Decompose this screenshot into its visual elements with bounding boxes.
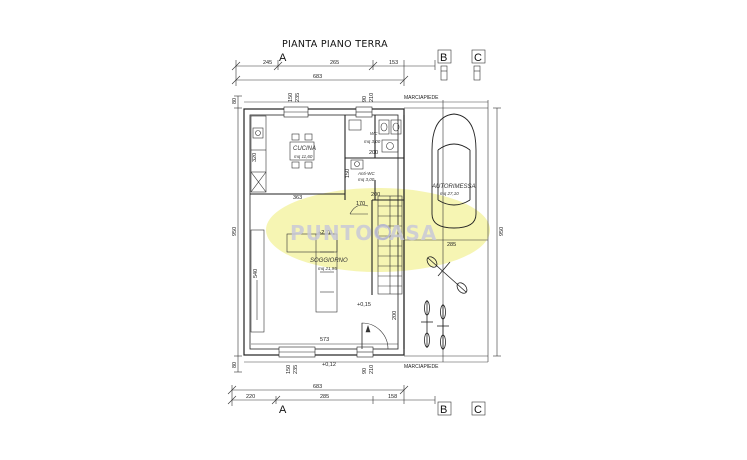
top-dim-2: 265 bbox=[330, 60, 339, 66]
axis-b-top: B bbox=[440, 52, 447, 64]
staircase bbox=[349, 195, 403, 295]
kitchen-wall-dim: 320 bbox=[252, 153, 258, 162]
room-cucina: CUCINA bbox=[293, 146, 316, 152]
bottom-dim-1: 220 bbox=[246, 394, 255, 400]
dim-363: 363 bbox=[293, 195, 302, 201]
win-top-right-a: 90 bbox=[362, 96, 368, 102]
win-bottom-left-a: 150 bbox=[286, 365, 292, 374]
win-top-left-b: 235 bbox=[295, 93, 301, 102]
left-dim-height: 950 bbox=[232, 227, 238, 236]
dim-200-c: 200 bbox=[392, 311, 398, 320]
dim-012: +0,12 bbox=[322, 362, 336, 368]
sofa bbox=[286, 233, 338, 313]
dim-015: +0,15 bbox=[357, 302, 371, 308]
kitchen-counter bbox=[250, 115, 267, 193]
windows-bottom bbox=[278, 346, 374, 358]
top-dim-3: 153 bbox=[389, 60, 398, 66]
room-wc: WC bbox=[370, 131, 378, 136]
room-antiwc: Anti-WC bbox=[357, 171, 376, 176]
dim-573: 573 bbox=[320, 337, 329, 343]
left-dim-top: 80 bbox=[232, 98, 238, 104]
parking-marks-top bbox=[440, 65, 481, 81]
entrance-door bbox=[361, 322, 389, 350]
interior-walls bbox=[250, 115, 405, 349]
dim-200-b: 200 bbox=[371, 192, 380, 198]
win-bottom-right-b: 210 bbox=[369, 365, 375, 374]
dim-170: 170 bbox=[356, 201, 365, 207]
top-dim-1: 245 bbox=[263, 60, 272, 66]
plan-title: PIANTA PIANO TERRA bbox=[282, 39, 388, 50]
axis-b-top-box bbox=[437, 49, 452, 64]
bicycles bbox=[421, 300, 449, 350]
axis-c-bottom: C bbox=[474, 404, 482, 416]
sidewalk-bottom: MARCIAPIEDE bbox=[404, 364, 439, 370]
wc-fixtures bbox=[348, 119, 402, 170]
room-cucina-area: mq 11,60 bbox=[294, 154, 313, 159]
garage-car bbox=[431, 113, 477, 229]
axis-c-top-box bbox=[471, 49, 486, 64]
bottom-dim-2: 285 bbox=[320, 394, 329, 400]
room-soggiorno-area: mq 21,95 bbox=[318, 266, 337, 271]
axis-b-bottom-box bbox=[437, 401, 452, 416]
room-wc-area: mq 3,00 bbox=[364, 139, 381, 144]
garage-width: 285 bbox=[447, 242, 456, 248]
top-dimensions bbox=[231, 60, 436, 86]
win-top-right-b: 210 bbox=[369, 93, 375, 102]
axis-b-bottom: B bbox=[440, 404, 447, 416]
left-dimensions bbox=[234, 95, 242, 373]
win-top-left-a: 150 bbox=[288, 93, 294, 102]
bottom-dim-total: 683 bbox=[313, 384, 322, 390]
top-dim-total: 683 bbox=[313, 74, 322, 80]
room-antiwc-area: mq 3,00 bbox=[358, 177, 375, 182]
dim-270: +2,70 bbox=[318, 230, 332, 236]
watermark-logo-icon bbox=[375, 224, 391, 240]
room-soggiorno: SOGGIORNO bbox=[310, 258, 348, 264]
win-bottom-right-a: 90 bbox=[362, 368, 368, 374]
room-autorimessa: AUTORIMESSA bbox=[431, 184, 476, 190]
watermark-text: PUNTOCASA bbox=[290, 221, 437, 245]
windows-top bbox=[283, 106, 373, 118]
axis-a-bottom: A bbox=[279, 404, 287, 416]
sidewalk-top: MARCIAPIEDE bbox=[404, 95, 439, 101]
motorcycle bbox=[426, 256, 468, 294]
room-autorimessa-area: mq 27,10 bbox=[440, 191, 459, 196]
right-dim-height: 950 bbox=[499, 227, 505, 236]
left-dim-bottom: 80 bbox=[232, 362, 238, 368]
tv-cabinet bbox=[250, 229, 265, 333]
win-bottom-left-b: 235 bbox=[293, 365, 299, 374]
bottom-dim-3: 158 bbox=[388, 394, 397, 400]
axis-c-top: C bbox=[474, 52, 482, 64]
axis-a-top: A bbox=[279, 52, 287, 64]
dim-150: 150 bbox=[345, 169, 351, 178]
garage-openings bbox=[404, 107, 488, 357]
bottom-dimensions bbox=[227, 385, 436, 406]
left-wall-dim-540: 540 bbox=[253, 269, 259, 278]
axis-c-bottom-box bbox=[471, 401, 486, 416]
kitchen-table bbox=[289, 133, 315, 169]
dim-200-a: 200 bbox=[369, 150, 378, 156]
